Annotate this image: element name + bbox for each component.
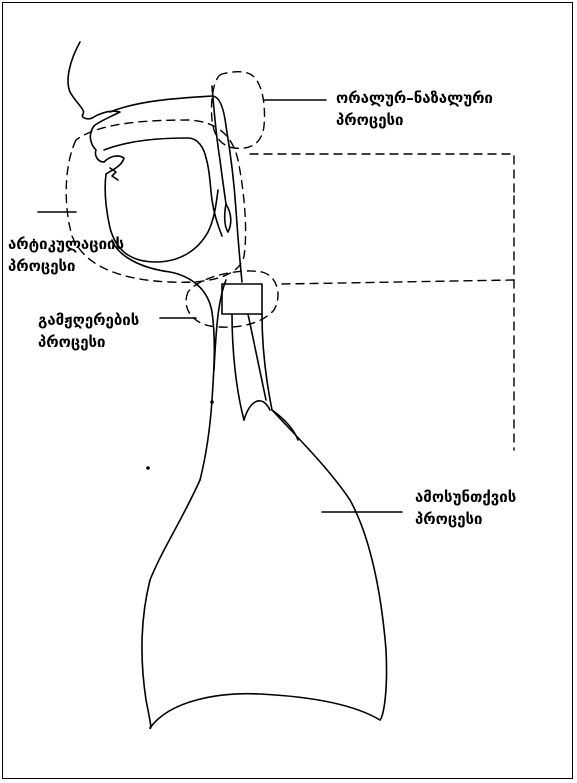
tongue-blade	[110, 168, 118, 180]
face-profile	[68, 42, 92, 119]
label-respiration-process: ამოსუნთქვის პროცესი	[415, 486, 516, 530]
trachea-right	[262, 314, 272, 410]
leader-mid	[282, 280, 514, 284]
uvula	[225, 204, 231, 232]
nasal-cavity	[110, 96, 226, 126]
diaphragm	[150, 694, 380, 728]
label-oral-nasal-process: ორალურ–ნაზალური პროცესი	[336, 87, 493, 131]
thorax-right	[272, 410, 387, 720]
leader-top	[250, 154, 514, 196]
label-line: ამოსუნთქვის	[415, 486, 516, 508]
lip-lower	[90, 126, 104, 162]
mark-dot	[147, 467, 149, 469]
label-line: პროცესი	[38, 331, 139, 353]
bronchus-left	[244, 401, 270, 420]
label-articulation-process: არტიკულაციის პროცესი	[8, 233, 124, 277]
label-line: გამჟღერების	[38, 309, 139, 331]
label-line: არტიკულაციის	[8, 233, 124, 255]
lip-upper	[92, 111, 120, 126]
mark-dot	[211, 401, 213, 403]
trachea-left	[232, 314, 244, 420]
label-line: პროცესი	[8, 255, 124, 277]
region-oral-nasal	[211, 72, 264, 149]
pharynx-back	[226, 126, 242, 282]
hard-palate	[104, 138, 206, 158]
velum	[206, 158, 222, 236]
label-line: ორალურ–ნაზალური	[336, 87, 493, 109]
label-line: პროცესი	[336, 109, 493, 131]
label-phonation-process: გამჟღერების პროცესი	[38, 309, 139, 353]
larynx	[222, 284, 262, 314]
label-line: პროცესი	[415, 508, 516, 530]
thorax-left	[142, 480, 200, 728]
